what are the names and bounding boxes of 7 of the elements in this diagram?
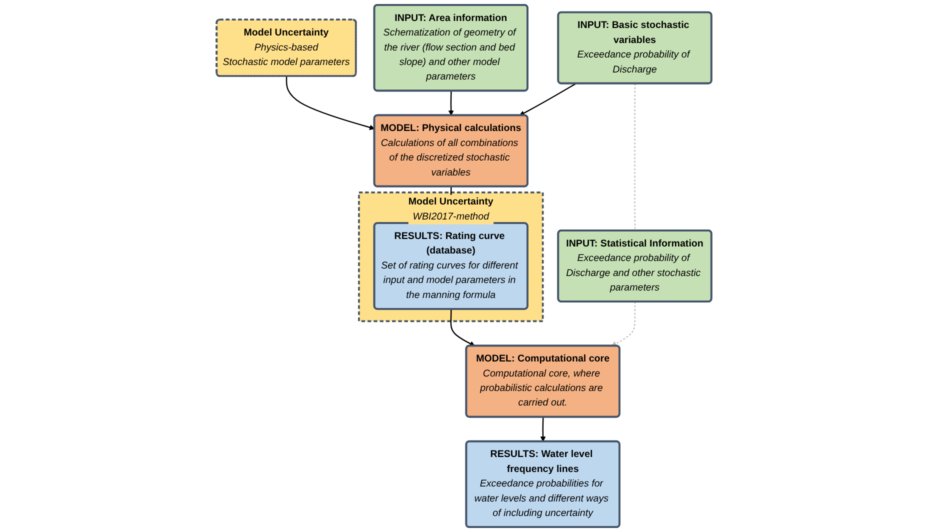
arrow (286, 76, 375, 130)
arrow (519, 83, 576, 116)
connector (634, 84, 636, 231)
arrow (540, 417, 546, 442)
arrow (611, 302, 636, 346)
arrow (450, 309, 475, 346)
arrow (448, 91, 454, 116)
